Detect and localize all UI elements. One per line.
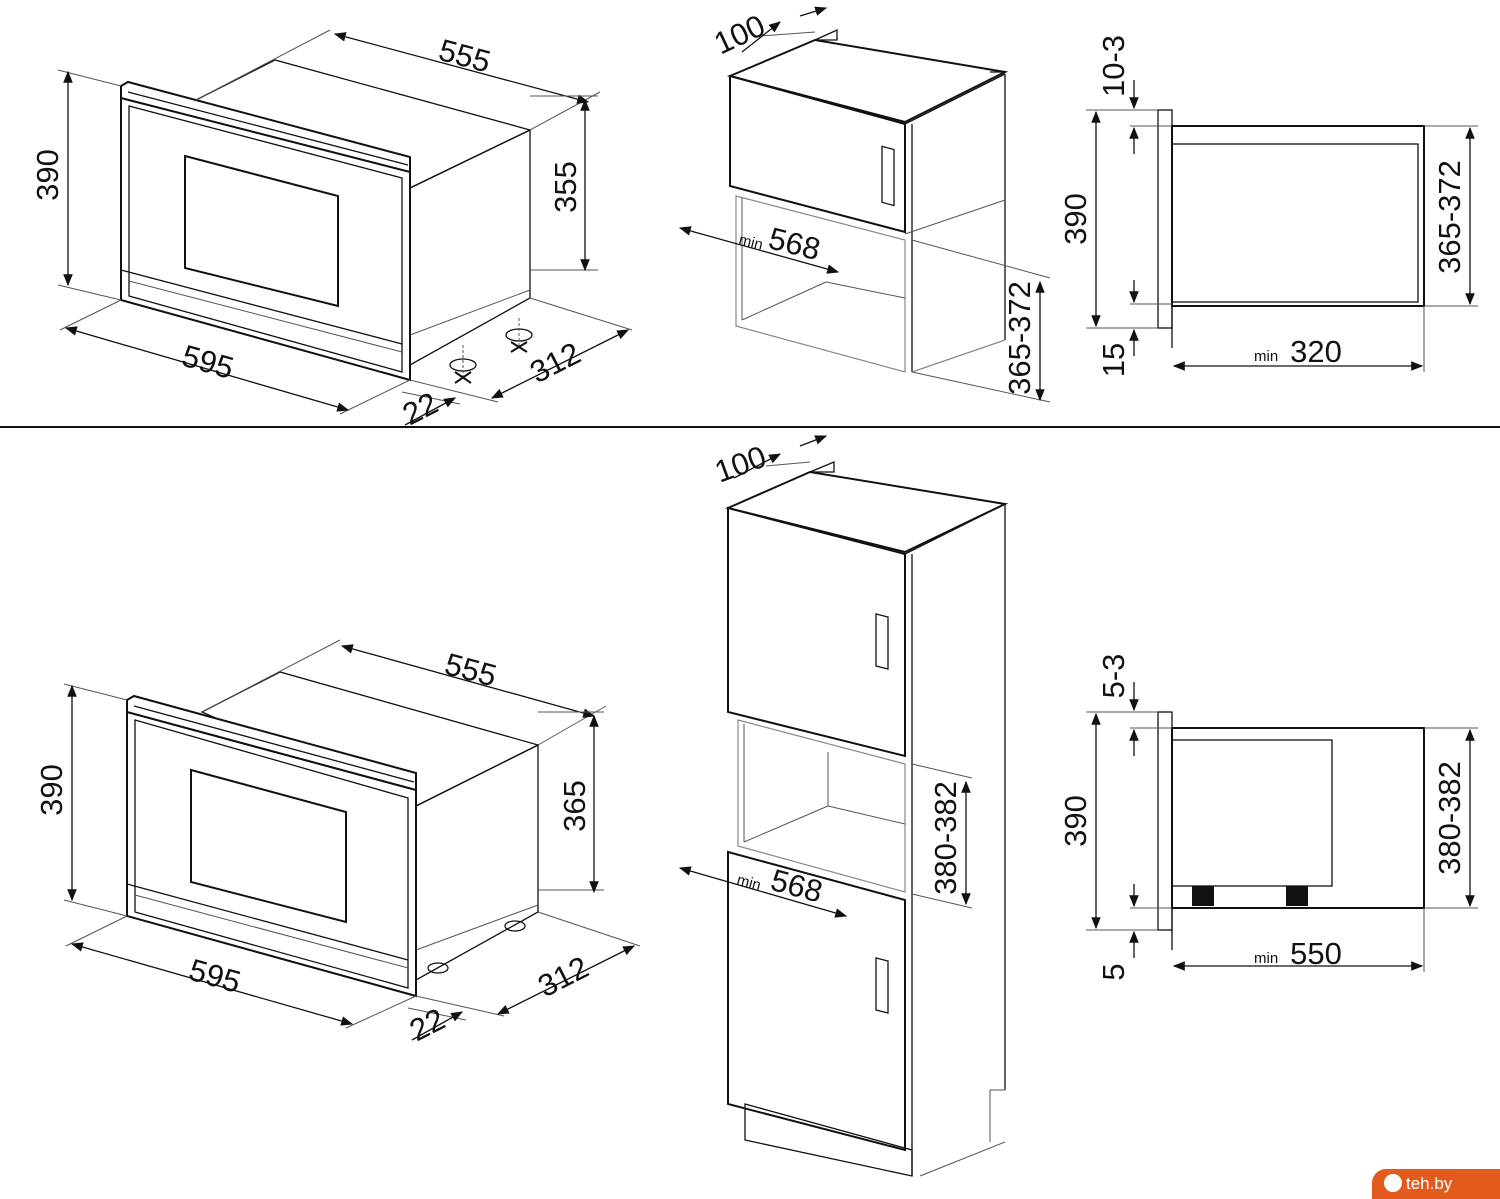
dim-width-min: 568 [765,221,824,267]
min-label: min [737,231,765,253]
dim-clear-b: 100 [710,439,771,490]
dim-clear: 100 [709,8,771,62]
dim-niche-right: 365-372 [1432,160,1467,274]
dim-height-body-b: 365 [557,780,592,832]
watermark-text: teh.by [1406,1174,1453,1193]
dim-top-gap: 10-3 [1096,35,1131,97]
watermark-badge: teh.by [1372,1169,1500,1199]
dim-depth-side: 312 [524,335,586,390]
dim-height: 390 [1058,193,1093,245]
dim-bottom-gap: 15 [1096,343,1131,377]
dim-niche-b: 380-382 [928,781,963,895]
bottom-section-view: 5-3 390 5 380-382 min 550 [1058,654,1478,981]
top-cabinet: 100 min 568 365-372 [678,6,1051,403]
min-label-b: min [735,871,763,894]
min-label-depth: min [1254,348,1278,365]
top-section-view: 10-3 390 15 365-372 min 320 [1058,35,1478,377]
dim-niche: 365-372 [1002,281,1037,395]
dim-niche-right-b: 380-382 [1432,761,1467,875]
dim-height-body: 355 [548,161,583,213]
bottom-cabinet: 100 min 568 380-382 [678,435,1009,1177]
dim-depth: 555 [435,32,494,79]
dim-width: 595 [178,338,237,386]
dim-depth-b: 555 [441,646,500,693]
dim-height-total-b: 390 [34,764,69,816]
logo-dot-icon [1384,1174,1402,1193]
foot-right [1286,886,1308,906]
dim-height-total: 390 [30,149,65,201]
dim-depth-min-b: 550 [1290,936,1342,971]
dim-height-b: 390 [1058,795,1093,847]
min-label-depth-b: min [1254,950,1278,967]
dim-width-b: 595 [185,952,244,1000]
bottom-oven-iso: 555 390 365 595 312 22 [34,639,641,1048]
dim-top-gap-b: 5-3 [1096,654,1131,699]
top-oven-feet [449,318,533,384]
dim-depth-min: 320 [1290,334,1342,369]
top-oven-iso: 555 390 355 595 312 22 [30,29,633,432]
foot-left [1192,886,1214,906]
dim-depth-side-b: 312 [532,949,594,1004]
dim-bottom-gap-b: 5 [1096,963,1131,980]
